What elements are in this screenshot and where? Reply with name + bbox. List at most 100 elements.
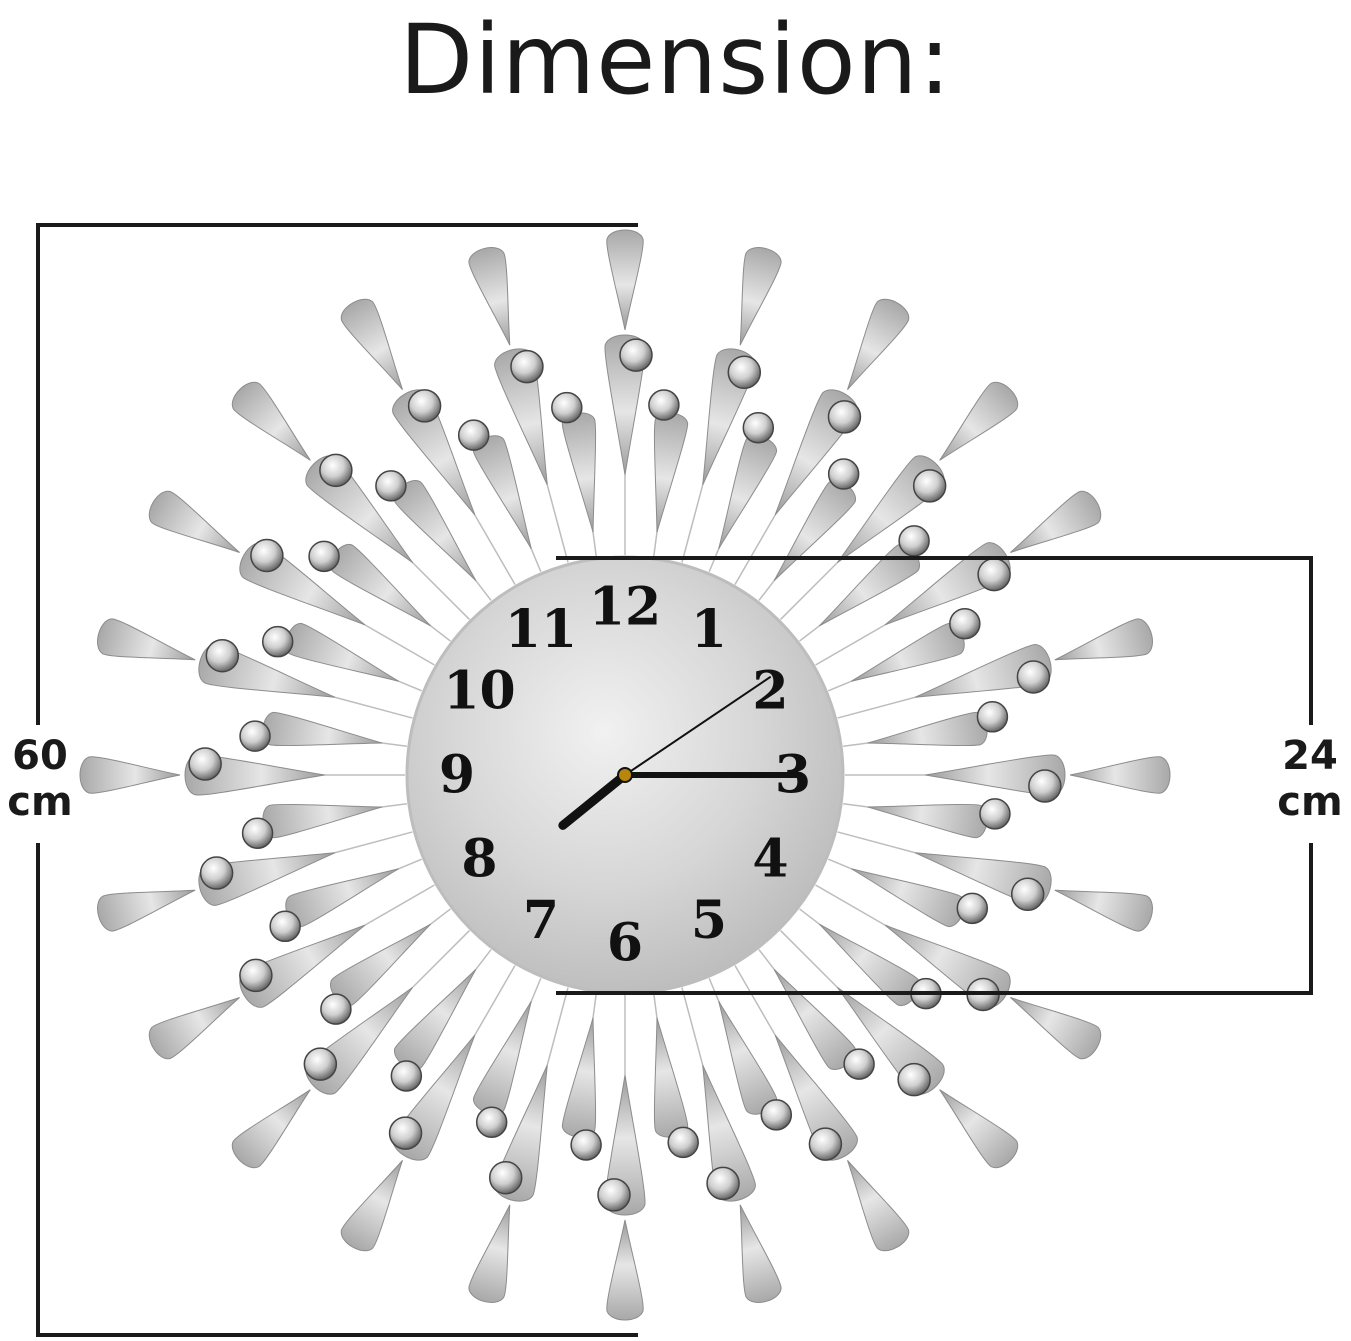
wire [681,987,704,1065]
crystal [488,1160,523,1195]
petal [939,1089,1019,1169]
inner-dimension-label: 24 cm [1270,733,1350,825]
inner-dimension-value: 24 [1282,733,1338,779]
wire [412,562,470,620]
outer-dimension-unit: cm [7,779,73,825]
petal [231,1089,311,1169]
petal [394,969,477,1070]
petal [1010,997,1102,1060]
petal [239,924,366,1008]
petal [392,389,476,516]
wire [780,562,838,620]
petal [148,490,240,553]
crystal [375,470,407,502]
crystal [308,540,340,573]
wire [815,624,886,666]
petal [1069,756,1171,794]
petal [79,756,181,794]
petal [468,1204,511,1303]
wire [412,930,470,988]
crystal [407,389,442,423]
clock-numeral: 11 [505,599,577,660]
petal [773,480,856,581]
clock-numeral: 1 [691,599,727,660]
crystal [205,638,240,673]
wire [335,696,413,719]
wire [837,831,915,854]
petal [97,889,196,932]
crystal [1028,769,1062,803]
wire [815,884,886,926]
petal [847,1160,910,1252]
outer-dimension-bracket [36,223,638,1337]
crystal [475,1106,508,1139]
crystal [250,538,284,573]
petal [867,803,988,839]
crystal [241,817,274,849]
wire [681,485,704,563]
clock-numeral: 10 [443,661,515,722]
crystal [742,411,775,444]
crystal [897,1062,931,1097]
crystal [199,856,234,890]
petal [739,247,782,346]
inner-dimension-unit: cm [1277,779,1343,825]
crystal [898,525,930,557]
crystal [827,400,862,434]
crystal [1016,660,1051,694]
hour-hand [558,770,630,830]
petal [97,618,196,661]
crystal [949,607,981,640]
crystal [760,1099,793,1131]
clock-numeral: 8 [461,829,497,890]
crystal [727,355,762,390]
petal [262,711,383,747]
crystal [261,625,294,658]
wire [837,696,915,719]
crystal [320,993,352,1025]
crystal [619,338,653,372]
wire [364,884,435,926]
petal [340,298,403,390]
crystal [648,389,680,421]
petal [561,412,597,533]
crystal [1010,877,1045,912]
petal [739,1204,782,1303]
second-hand [624,676,772,776]
petal [884,542,1011,626]
wire [474,965,516,1036]
crystal [188,747,222,781]
center-cap [617,767,633,783]
wire [780,930,838,988]
petal [330,544,431,627]
crystal [388,1116,423,1150]
wire [734,514,776,585]
clock-numeral: 9 [439,745,475,806]
wire [335,831,413,854]
crystal [979,798,1011,830]
petal [774,1034,858,1161]
crystal [239,958,273,993]
petal [231,381,311,461]
clock-numeral: 2 [752,661,788,722]
clock-hands [558,676,803,830]
crystal [303,1047,338,1081]
petal [1010,490,1102,553]
decorative-rays [79,229,1171,1321]
crystal [551,391,583,424]
wire [474,514,516,585]
crystal [843,1048,875,1080]
petal [1054,618,1153,661]
petal [148,997,240,1060]
crystal [667,1126,699,1159]
clock-numeral: 12 [589,577,661,638]
petal [653,1017,689,1138]
petal [847,298,910,390]
petal [468,247,511,346]
petal [1054,889,1153,932]
petal [867,711,988,747]
crystal [239,720,271,752]
clock-numeral: 6 [607,913,643,974]
petal [819,923,920,1006]
